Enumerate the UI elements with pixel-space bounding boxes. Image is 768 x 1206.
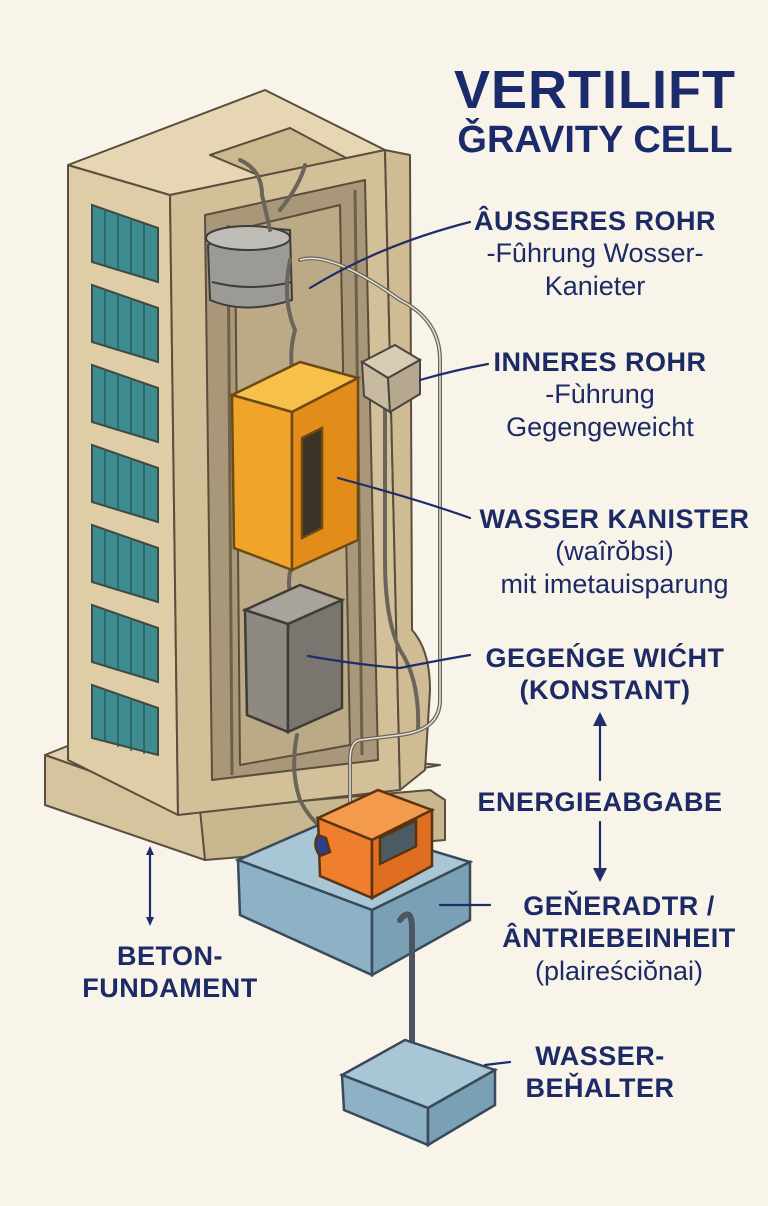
window-mullions [104,209,145,754]
leader-canister [336,476,472,520]
label-energy: ENERGIEABGABE [470,786,730,818]
window [91,683,159,757]
label-foundation-line2: FUNDAMENT [82,973,258,1004]
label-water-tank-line2: BEȞALTER [525,1073,675,1104]
leader-tank [483,1060,512,1067]
label-outer-pipe: ÂUSSERES ROHR -Fûhrung Wosser- Kanieter [440,205,750,302]
label-generator: GEŇERADTR / ÂNTRIEBEINHEIT (plaireściŏna… [488,890,750,987]
pulley-box [359,343,422,414]
chain-upper [285,258,298,382]
window [91,443,159,524]
windows [91,203,159,757]
foundation-arrowhead [146,846,154,855]
generator-connector [314,833,332,858]
generator-box [314,788,436,901]
label-water-canister-line3: mit imetauisparung [500,568,729,599]
leader-inner-pipe [418,362,490,382]
label-generator-line2: ÂNTRIEBEINHEIT [502,923,736,954]
label-outer-pipe-line2: -Fûhrung Wosser- [486,238,704,269]
inner-pipe [383,408,421,732]
label-outer-pipe-line1: ÂUSSERES ROHR [473,206,717,236]
label-inner-pipe-line3: Gegengeweicht [506,411,694,442]
cables-highlight [299,257,441,815]
label-water-tank-line1: WASSER- [535,1041,665,1071]
canister-window [300,425,324,541]
water-canister [228,360,362,572]
label-counterweight-line2: (KONSTANT) [519,675,691,706]
counterweight-block [241,583,346,734]
leader-outer-pipe [308,220,472,290]
label-foundation: BETON- FUNDAMENT [70,940,270,1005]
shaft-rail-left [226,224,234,776]
leader-lines [148,220,602,1067]
leader-counterweight [306,653,472,670]
window [91,363,159,444]
label-water-canister-line2: (waîrŏbsi) [555,536,674,567]
label-foundation-line1: BETON- [116,941,223,971]
label-water-canister-line1: WASSER KANISTER [479,504,750,534]
label-generator-line3: (plaireściŏnai) [534,955,704,986]
label-inner-pipe: INNERES ROHR -Fùhrung Gegengeweicht [455,346,745,443]
label-counterweight-line1: GEGEŃGE WIĆHT [485,643,725,673]
tank-pipe [397,911,415,1053]
diagram-title: VERTILIFT [454,60,736,120]
label-water-canister: WASSER KANISTER (waîrŏbsi) mit imetauisp… [462,503,767,600]
label-water-tank: WASSER- BEȞALTER [505,1040,695,1105]
label-generator-line1: GEŇERADTR / [523,891,715,921]
top-cable [238,158,272,232]
foundation-arrowhead-bottom [146,917,154,926]
side-column [384,149,431,791]
window [91,283,159,364]
label-counterweight: GEGEŃGE WIĆHT (KONSTANT) [470,642,740,707]
label-outer-pipe-line3: Kanieter [544,270,646,301]
pulley-drum [205,225,294,309]
water-tank [339,1038,499,1148]
generator-panel [378,818,418,866]
energy-arrowhead-down [593,868,607,882]
window [91,523,159,604]
energy-arrowhead-up [593,712,607,726]
window [91,203,159,284]
arrowheads [146,712,607,926]
top-cable-2 [278,163,307,212]
window [91,603,159,684]
diagram-subtitle: ǦRAVITY CELL [457,119,733,161]
label-inner-pipe-line1: INNERES ROHR [493,347,707,377]
chain-lower [292,733,327,832]
label-energy-line1: ENERGIEABGABE [477,787,723,817]
label-inner-pipe-line2: -Fùhrung [545,379,655,410]
